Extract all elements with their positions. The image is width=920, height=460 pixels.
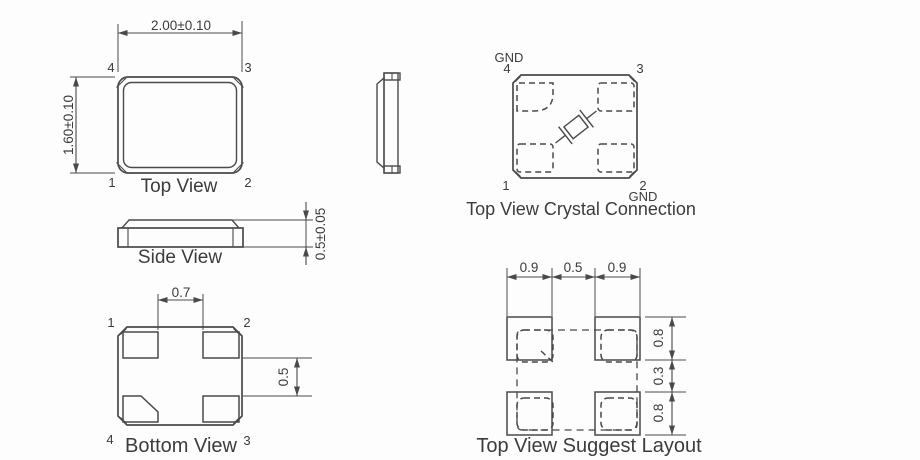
crystal-connection-gnd-top-label: GND (495, 50, 524, 65)
crystal-connection-corner-notches (515, 76, 635, 177)
side-view-title: Side View (138, 247, 222, 268)
top-view-body-outer (117, 76, 243, 174)
side-view-lid (121, 219, 240, 229)
crystal-connection-gnd-bottom-label: GND (629, 189, 658, 204)
side-view-thickness-dim-label: 0.5±0.05 (313, 208, 328, 260)
layout-pin1-chamfer-mark (540, 350, 554, 363)
top-view-extension-lines (70, 21, 243, 174)
top-view-pin-1-label: 1 (108, 175, 115, 190)
bottom-view-corner-notches (120, 328, 240, 424)
top-view-pin-3-label: 3 (244, 60, 251, 75)
bottom-view-body (117, 326, 243, 426)
end-view-body (383, 72, 399, 174)
layout-land-pad-top-left (506, 316, 553, 361)
layout-land-pad-bottom-right (594, 391, 641, 436)
bottom-view-top-pads-dim-label: 0.7 (172, 285, 191, 300)
bottom-view-right-extension-lines (242, 357, 312, 397)
suggest-layout-title: Top View Suggest Layout (476, 435, 702, 457)
layout-component-pad-bottom-left (516, 397, 554, 431)
layout-land-pad-top-right (594, 316, 641, 361)
bottom-view-pad-3 (202, 395, 240, 423)
crystal-connection-pin-4-label: 4 (503, 61, 510, 76)
layout-dim-top-right-label: 0.9 (608, 260, 627, 275)
bottom-view: 0.7 0.5 1 2 4 3 Bottom View (106, 285, 312, 457)
layout-dim-right-middle-label: 0.3 (651, 367, 666, 386)
layout-dim-top-left-label: 0.9 (520, 260, 539, 275)
end-view (376, 72, 401, 174)
crystal-connection-title: Top View Crystal Connection (466, 199, 696, 219)
crystal-symbol-element (562, 114, 590, 140)
bottom-view-pin-4-label: 4 (106, 432, 113, 447)
crystal-connection-view: GND 4 3 1 2 GND Top View Crystal Connect… (466, 50, 696, 219)
top-view: 2.00±0.10 1.60±0.10 4 3 1 2 Top View (61, 18, 252, 197)
top-view-pin-4-label: 4 (107, 60, 114, 75)
layout-dim-top-middle-label: 0.5 (564, 260, 583, 275)
layout-component-pad-top-left (516, 329, 554, 363)
bottom-view-side-gap-dim-label: 0.5 (276, 368, 291, 387)
bottom-view-title: Bottom View (125, 435, 237, 457)
bottom-view-pad-2 (202, 331, 240, 359)
layout-component-pad-bottom-right (600, 397, 638, 431)
layout-dim-right-bottom-label: 0.8 (651, 404, 666, 423)
side-view-pad-dividers (127, 228, 234, 247)
side-view: 0.5±0.05 Side View (117, 202, 328, 268)
end-view-lid (376, 76, 385, 170)
side-view-extension-lines (233, 219, 313, 248)
bottom-view-pin-3-label: 3 (243, 433, 250, 448)
crystal-connection-pad-2 (597, 143, 635, 173)
layout-right-extension-lines (645, 316, 686, 436)
bottom-view-pin-2-label: 2 (243, 315, 250, 330)
crystal-symbol (555, 109, 597, 145)
layout-land-pad-bottom-left (506, 391, 553, 436)
layout-component-outline (516, 329, 638, 431)
layout-component-pad-top-right (600, 329, 638, 363)
crystal-connection-pin-1-label: 1 (502, 178, 509, 193)
top-view-body-inner (122, 81, 238, 169)
top-view-corner-notches (116, 76, 244, 174)
top-view-pin-2-label: 2 (244, 175, 251, 190)
crystal-connection-pad-1 (516, 143, 554, 173)
bottom-view-pin-1-label: 1 (107, 315, 114, 330)
top-view-title: Top View (141, 176, 218, 197)
crystal-symbol-leads (555, 110, 597, 144)
crystal-symbol-plates (558, 109, 594, 145)
crystal-connection-pad-4 (516, 82, 554, 112)
bottom-view-pad-1 (122, 331, 159, 359)
crystal-connection-pad-3 (597, 82, 635, 112)
suggest-layout-view: 0.9 0.5 0.9 0.8 0.3 0.8 Top View Suggest… (476, 260, 702, 457)
bottom-view-pad-4-chamfered (122, 395, 159, 423)
top-view-width-dim-label: 2.00±0.10 (151, 18, 211, 33)
layout-dim-right-top-label: 0.8 (651, 329, 666, 348)
side-view-body (117, 227, 244, 248)
crystal-connection-pin-3-label: 3 (636, 61, 643, 76)
crystal-connection-body (512, 74, 638, 179)
layout-top-extension-lines (506, 268, 641, 316)
top-view-height-dim-label: 1.60±0.10 (61, 95, 76, 155)
crystal-connection-pin-2-label: 2 (639, 178, 646, 193)
